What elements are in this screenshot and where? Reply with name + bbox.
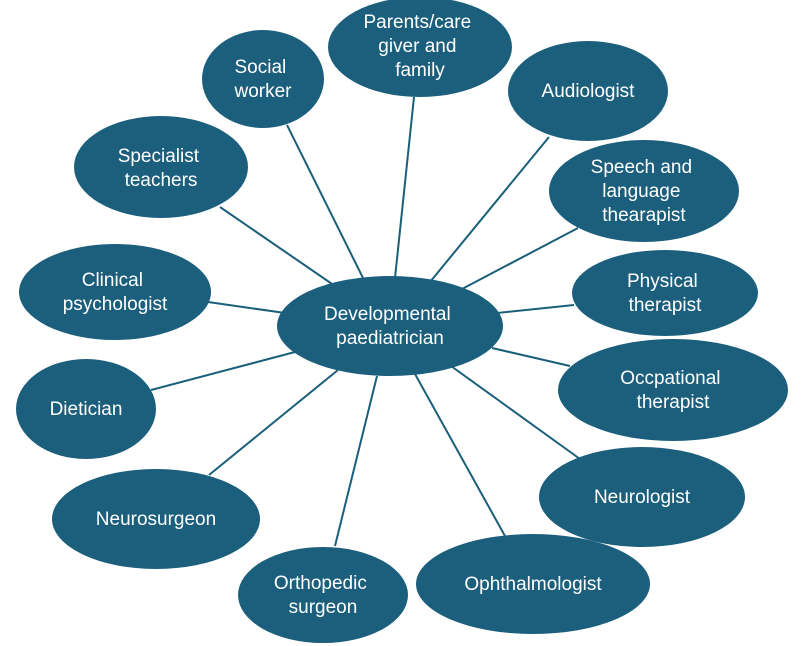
- node-physical-label: Physical therapist: [627, 271, 703, 316]
- node-social-label: Social worker: [233, 57, 292, 102]
- node-specialist-ellipse: [74, 116, 248, 218]
- connector-physical: [496, 304, 575, 314]
- node-neurosurgeon-label: Neurosurgeon: [96, 509, 216, 530]
- node-physical: Physical therapist: [572, 250, 758, 336]
- node-neurologist: Neurologist: [539, 447, 745, 547]
- node-neurosurgeon-ellipse: [52, 469, 260, 569]
- node-clinical-label: Clinical psychologist: [63, 270, 168, 315]
- connector-dietician: [150, 351, 296, 391]
- node-ophthalmologist: Ophthalmologist: [416, 534, 650, 634]
- node-occupational-ellipse: [558, 339, 788, 441]
- node-social-ellipse: [202, 30, 324, 128]
- connector-specialist: [219, 206, 336, 287]
- node-orthopedic: Orthopedic surgeon: [238, 547, 408, 643]
- node-ophthalmologist-ellipse: [416, 534, 650, 634]
- node-speech: Speech and language thearapist: [549, 140, 739, 242]
- node-orthopedic-ellipse: [238, 547, 408, 643]
- connector-parents: [394, 96, 415, 279]
- node-occupational: Occpational therapist: [558, 339, 788, 441]
- node-parents-ellipse: [328, 0, 512, 97]
- node-clinical-ellipse: [19, 244, 211, 340]
- node-neurologist-ellipse: [539, 447, 745, 547]
- center-node: Developmental paediatrician: [277, 276, 503, 376]
- node-clinical: Clinical psychologist: [19, 244, 211, 340]
- connector-audiologist: [429, 136, 550, 283]
- node-neurosurgeon: Neurosurgeon: [52, 469, 260, 569]
- connector-speech: [461, 227, 579, 290]
- center-node-label: Developmental paediatrician: [324, 304, 456, 349]
- node-speech-label: Speech and language thearapist: [591, 157, 698, 226]
- node-physical-ellipse: [572, 250, 758, 336]
- center-node-ellipse: [277, 276, 503, 376]
- connector-orthopedic: [334, 375, 378, 547]
- node-orthopedic-label: Orthopedic surgeon: [274, 573, 372, 618]
- node-dietician-ellipse: [16, 359, 156, 459]
- node-audiologist: Audiologist: [508, 41, 668, 141]
- node-speech-ellipse: [549, 140, 739, 242]
- node-dietician-label: Dietician: [50, 399, 123, 420]
- connector-clinical: [207, 301, 286, 314]
- connector-neurosurgeon: [208, 369, 339, 476]
- node-parents: Parents/care giver and family: [328, 0, 512, 97]
- node-dietician: Dietician: [16, 359, 156, 459]
- node-parents-label: Parents/care giver and family: [363, 12, 476, 81]
- node-audiologist-ellipse: [508, 41, 668, 141]
- node-neurologist-label: Neurologist: [594, 487, 691, 508]
- connector-ophthalmologist: [414, 373, 506, 537]
- connector-occupational: [491, 347, 571, 367]
- node-audiologist-label: Audiologist: [542, 81, 636, 102]
- connector-neurologist: [450, 365, 581, 460]
- node-social: Social worker: [202, 30, 324, 128]
- node-specialist: Specialist teachers: [74, 116, 248, 218]
- connectors: [150, 96, 581, 547]
- connector-social: [286, 124, 366, 283]
- node-specialist-label: Specialist teachers: [118, 146, 205, 191]
- node-ophthalmologist-label: Ophthalmologist: [464, 574, 602, 595]
- node-occupational-label: Occpational therapist: [620, 368, 726, 413]
